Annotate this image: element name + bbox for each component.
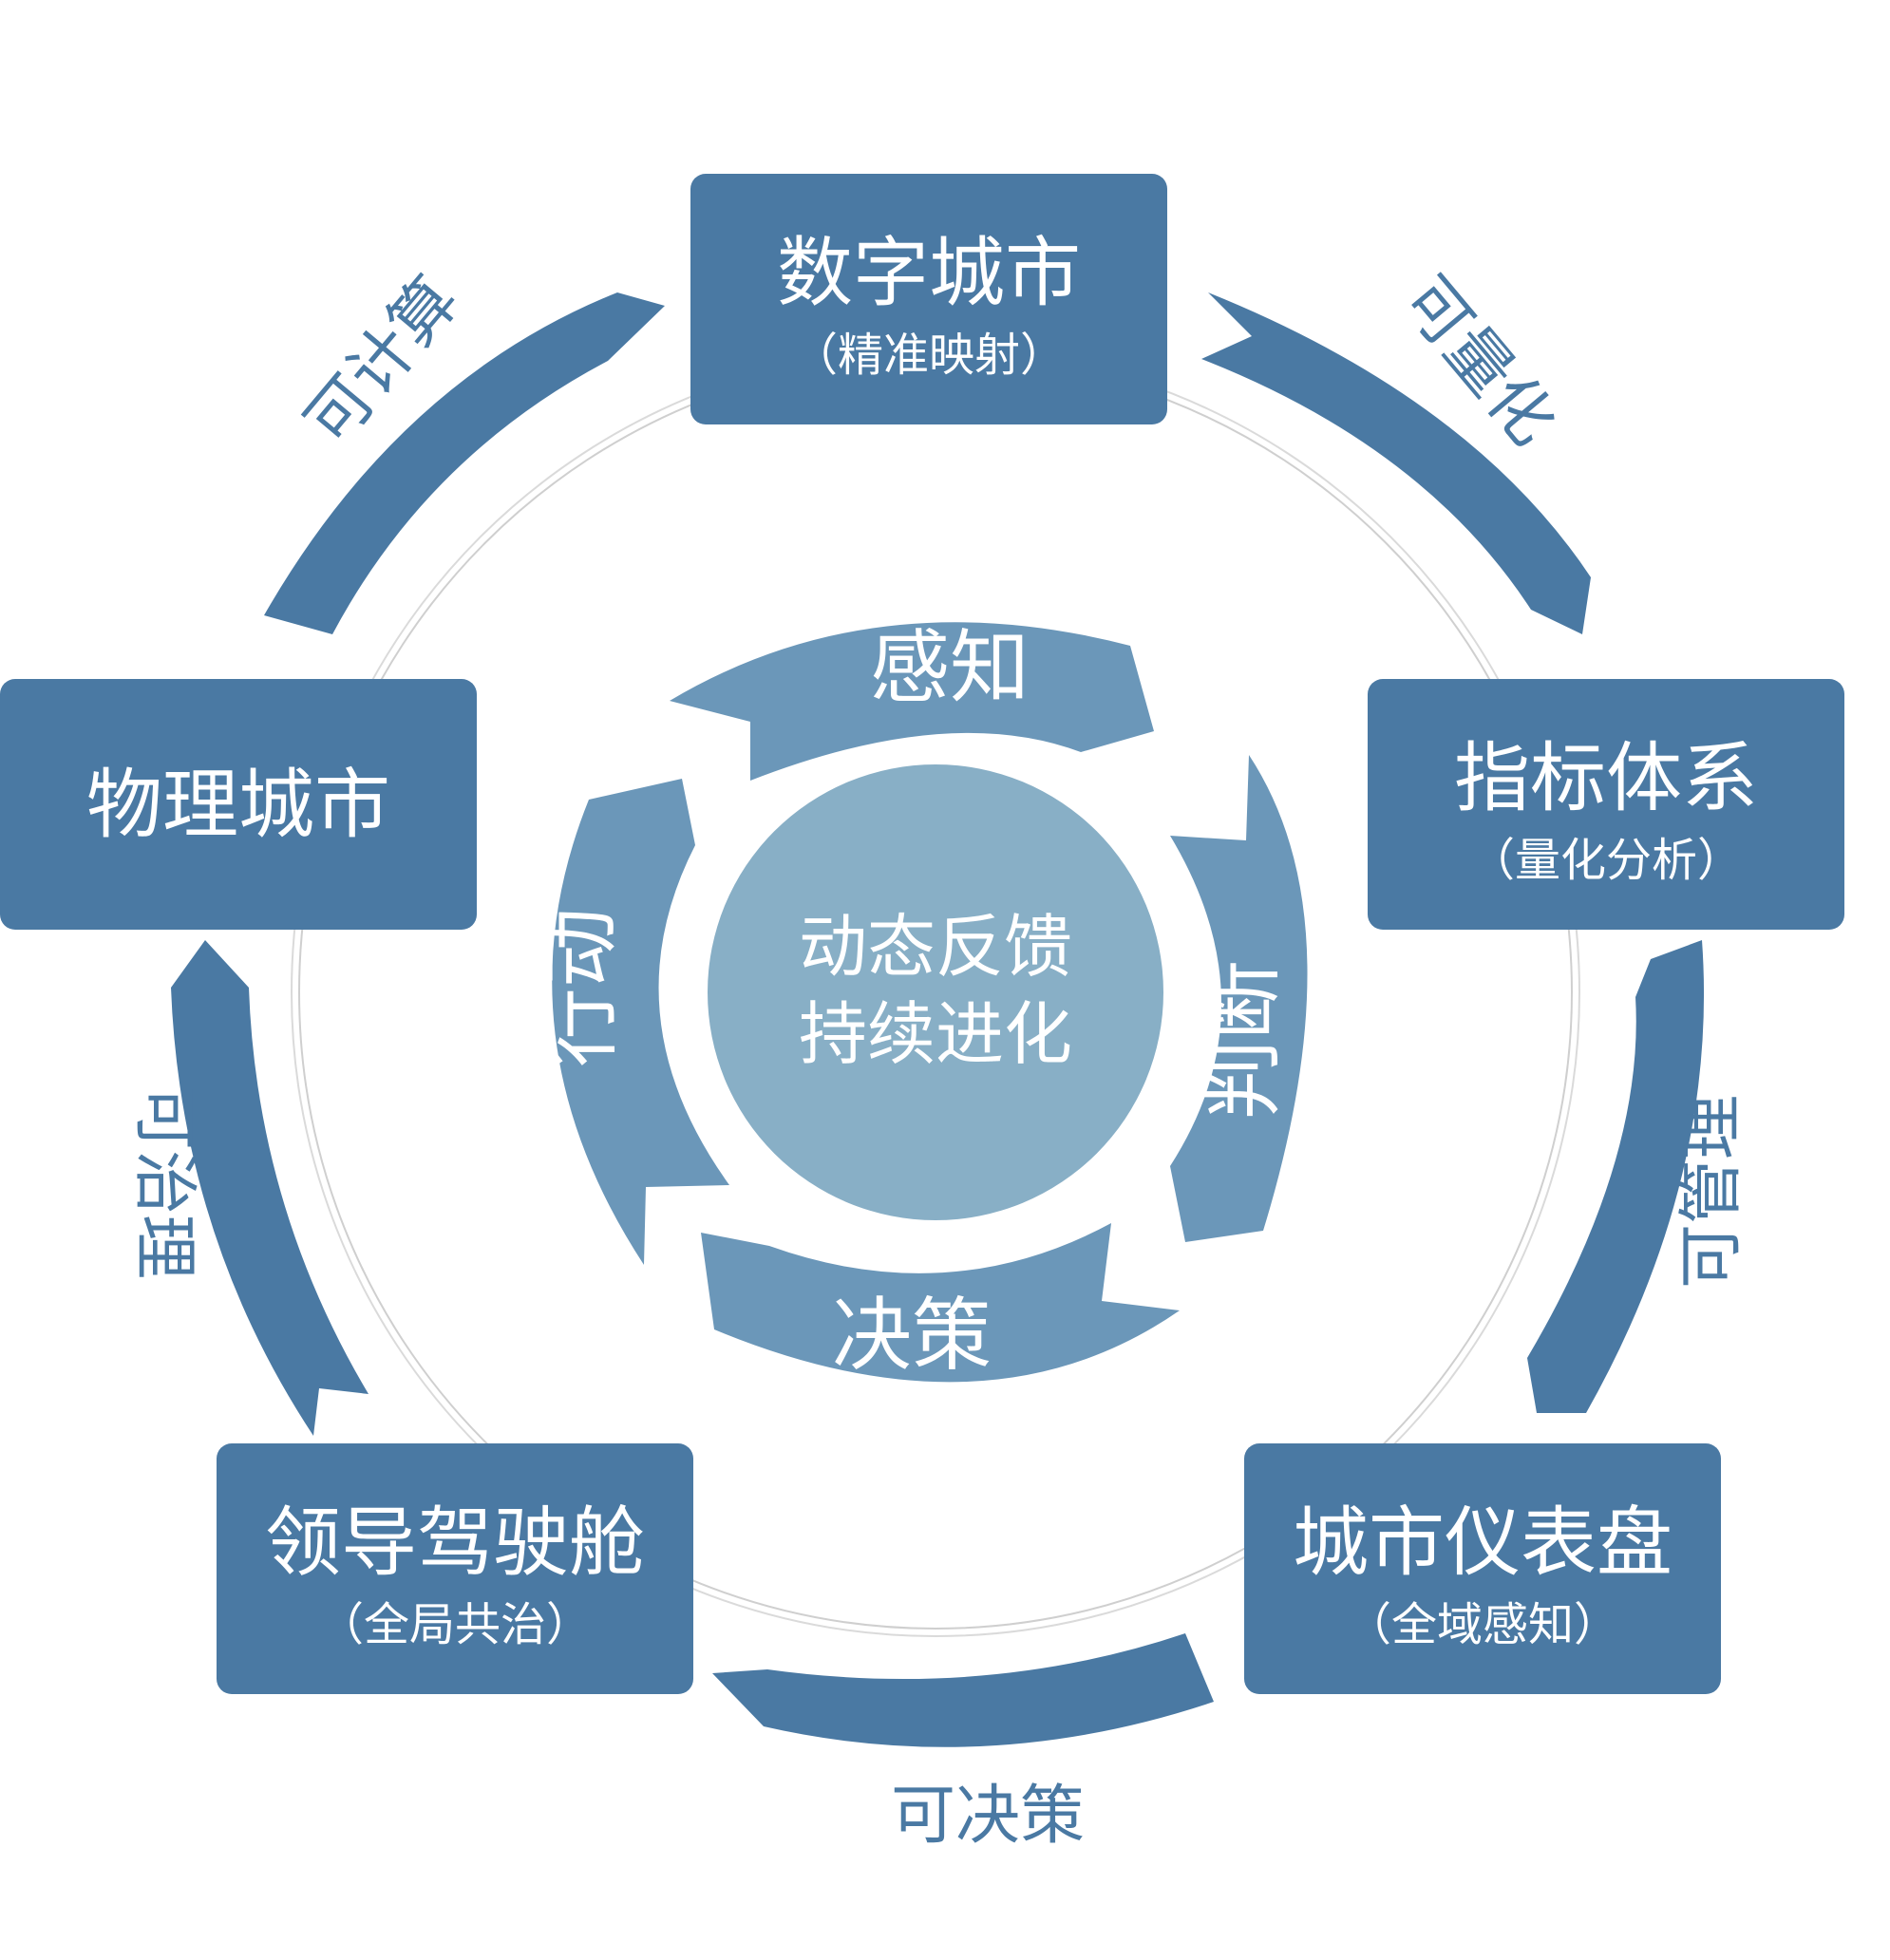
node-city-dashboard-title: 城市仪表盘 [1293,1498,1673,1587]
node-physical-city-title: 物理城市 [86,761,390,849]
outer-arrow-compute [264,292,665,634]
node-digital-city: 数字城市 （精准映射） [690,174,1167,424]
inner-arrow-act [552,779,729,1265]
outer-arrow-decide [712,1633,1214,1747]
label-governable: 可治理 [126,1085,201,1279]
outer-arrow-quantify [1201,292,1591,634]
node-city-dashboard-subtitle: （全域感知） [1346,1598,1619,1651]
center-line-2: 持续进化 [799,994,1072,1074]
node-city-dashboard: 城市仪表盘 （全域感知） [1244,1443,1721,1694]
inner-arrow-decide [701,1223,1180,1383]
node-digital-city-title: 数字城市 [777,229,1081,317]
inner-label-perceive: 感知 [870,621,1030,714]
inner-label-act: 行动 [534,908,627,1067]
node-indicator-system: 指标体系 （量化分析） [1368,679,1844,930]
node-leader-cockpit-subtitle: （全局共治） [318,1598,592,1651]
node-digital-city-subtitle: （精准映射） [792,329,1066,382]
node-indicator-system-subtitle: （量化分析） [1469,834,1743,887]
inner-arrow-perceive [670,622,1154,781]
outer-arrows [171,292,1705,1747]
center-line-1: 动态反馈 [799,907,1072,987]
label-decidable: 可决策 [891,1779,1085,1854]
outer-arrow-manage [1527,940,1705,1413]
center-hub: 动态反馈 持续进化 [708,764,1163,1220]
node-indicator-system-title: 指标体系 [1454,734,1758,822]
node-leader-cockpit-title: 领导驾驶舱 [265,1498,645,1587]
node-leader-cockpit: 领导驾驶舱 （全局共治） [217,1443,693,1694]
outer-arrow-govern [171,940,369,1436]
inner-labels: 感知 判断 决策 行动 [534,621,1290,1382]
inner-label-decide: 决策 [832,1289,992,1382]
inner-label-judge: 判断 [1197,960,1290,1120]
node-physical-city: 物理城市 [0,679,477,930]
inner-arrows [552,622,1308,1383]
inner-arrow-judge [1170,755,1308,1242]
label-manageable: 可管理 [1674,1095,1749,1289]
